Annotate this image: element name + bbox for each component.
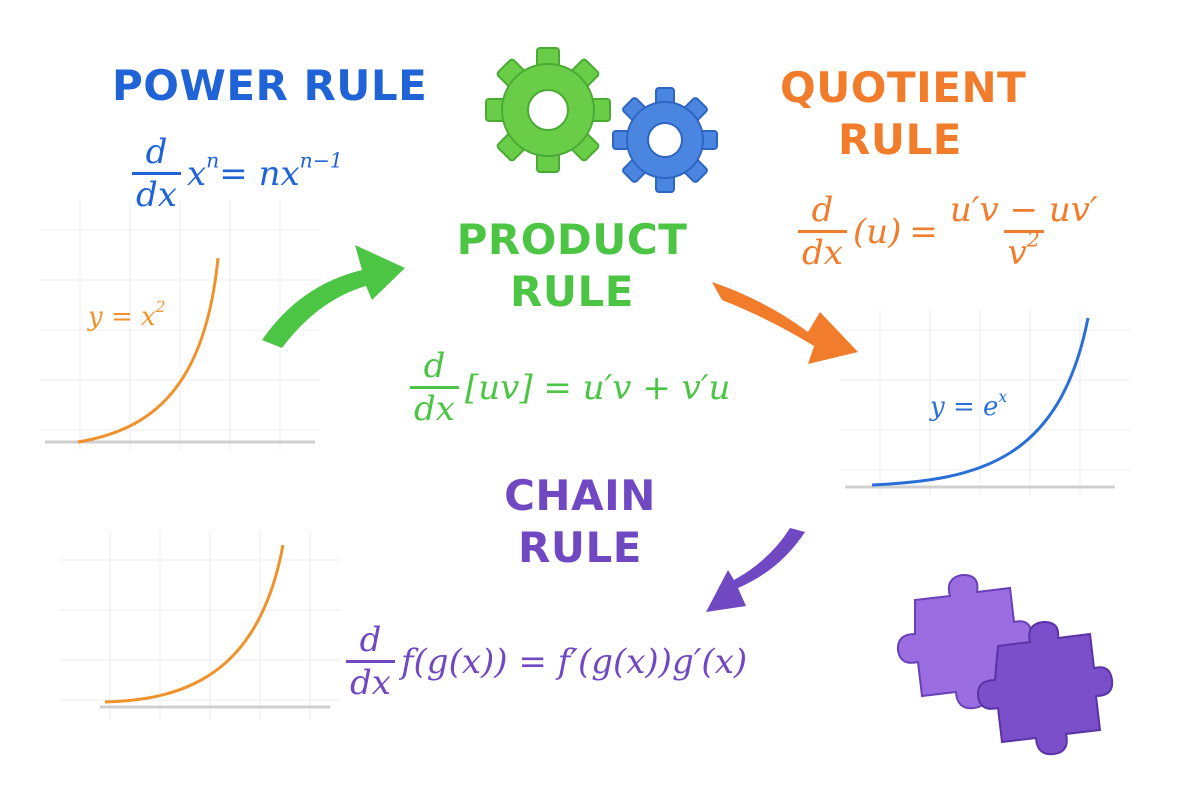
quotient-rule-title: QUOTIENT RULE	[780, 63, 1027, 164]
power-rule-rhs: = nxn−1	[219, 148, 343, 194]
grid-panel-power	[40, 200, 320, 450]
quotient-rule-formula: d dx (u) = u′v − uv′ v2	[798, 190, 1108, 273]
power-curve-label: y = x2	[88, 297, 166, 332]
derivative-fraction: d dx	[798, 190, 847, 273]
gear-icon	[485, 47, 611, 173]
quotient-fraction: u′v − uv′ v2	[949, 190, 1098, 273]
chain-rule-formula: d dx f(g(x)) = f′(g(x))g′(x)	[346, 620, 747, 703]
derivative-fraction: d dx	[410, 346, 459, 429]
arrow-icon	[262, 245, 405, 348]
curve-lower	[104, 544, 285, 704]
power-rule-lhs: xn	[186, 148, 220, 194]
arrow-icon	[712, 282, 858, 364]
curve-exp	[871, 317, 1090, 487]
chain-rule-title: CHAIN RULE	[504, 471, 656, 572]
curve-power	[77, 257, 220, 444]
derivative-fraction: d dx	[132, 132, 181, 215]
arrow-icon	[706, 528, 805, 612]
gear-icon	[612, 87, 718, 193]
product-rule-body: [uv] = u′v + v′u	[464, 367, 731, 408]
grid-panel-lower	[60, 530, 340, 720]
power-rule-formula: d dx xn = nxn−1	[132, 132, 343, 215]
derivative-fraction: d dx	[346, 620, 395, 703]
chain-rule-body: f(g(x)) = f′(g(x))g′(x)	[400, 641, 748, 682]
exp-curve-label: y = ex	[930, 387, 1008, 422]
product-rule-title: PRODUCT RULE	[456, 215, 688, 316]
power-rule-title: POWER RULE	[112, 61, 428, 110]
quotient-rule-eq: =	[909, 211, 938, 252]
puzzle-icon	[976, 620, 1114, 756]
grid-panel-exp	[840, 310, 1130, 495]
quotient-rule-arg: (u)	[852, 211, 902, 252]
product-rule-formula: d dx [uv] = u′v + v′u	[410, 346, 730, 429]
